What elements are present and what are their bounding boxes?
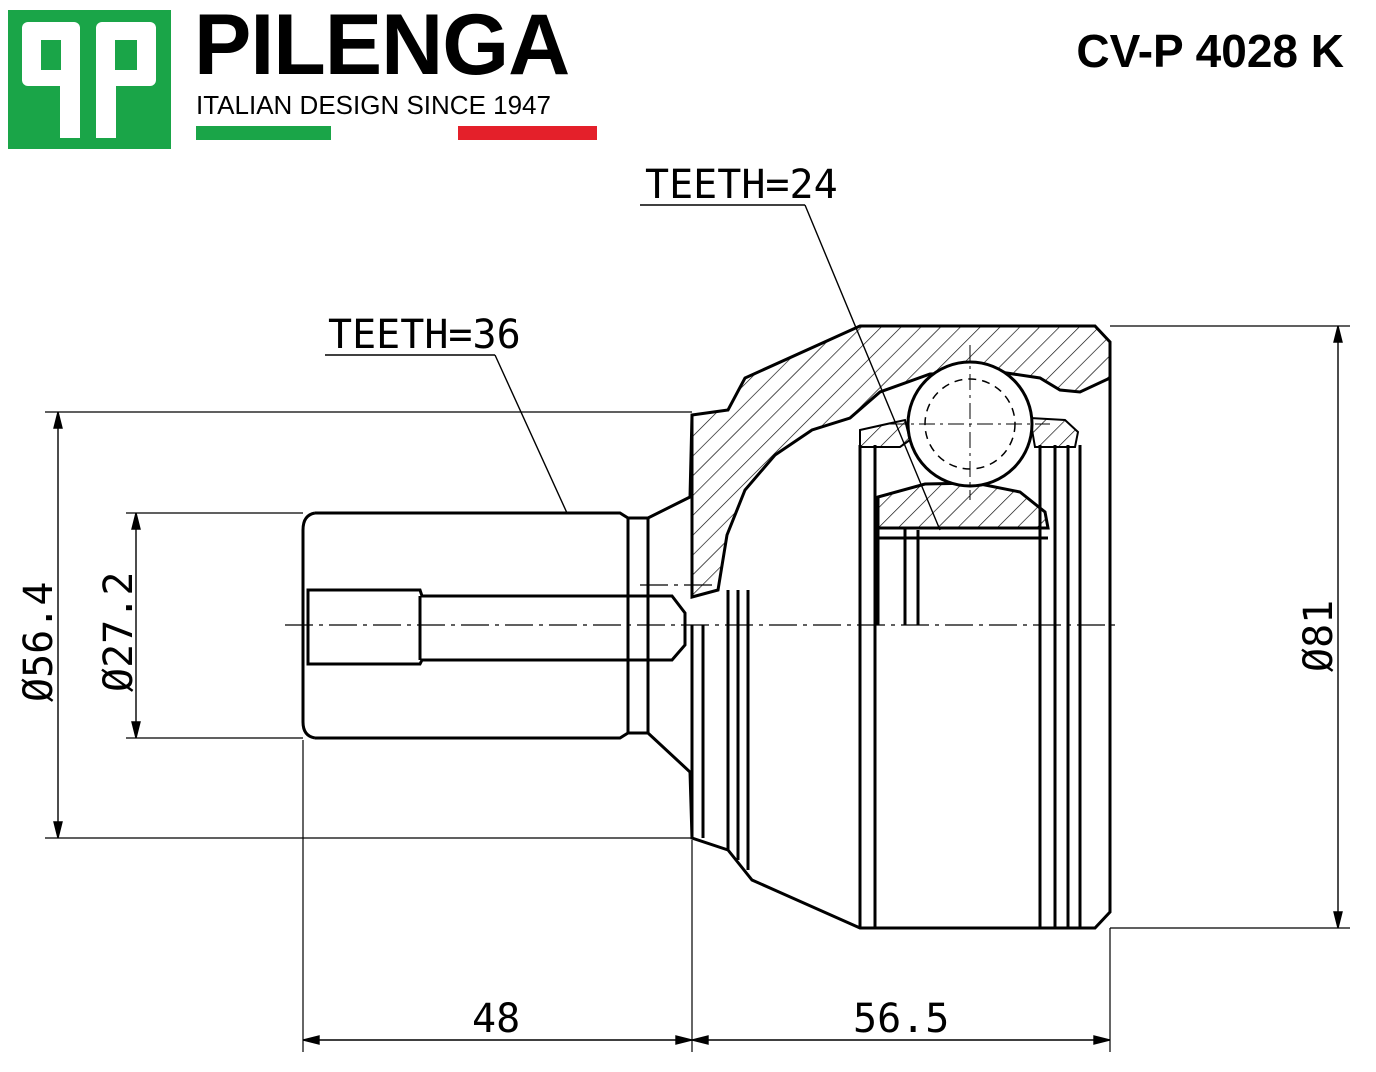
- part-number: CV-P 4028 K: [1076, 25, 1344, 77]
- dimension-lines: [53, 325, 1343, 1045]
- shaft-diameter-label: Ø56.4: [16, 582, 62, 702]
- teeth-36-label: TEETH=36: [328, 312, 521, 358]
- bell-housing-outline: [690, 342, 1112, 930]
- bell-length-label: 56.5: [853, 996, 949, 1042]
- qp-logo-icon: [22, 22, 156, 138]
- italy-stripe-red: [458, 126, 597, 140]
- leader-lines: [325, 204, 941, 531]
- splined-stem: [301, 414, 694, 839]
- brand-name: PILENGA: [194, 0, 570, 93]
- teeth-24-label: TEETH=24: [645, 162, 838, 208]
- hatched-section: [690, 324, 1112, 599]
- brand-tagline: ITALIAN DESIGN SINCE 1947: [196, 90, 551, 120]
- bell-diameter-label: Ø81: [1296, 600, 1342, 672]
- pilenga-logo-mark: [8, 10, 171, 149]
- stem-length-label: 48: [472, 996, 520, 1042]
- center-axis: [285, 584, 1120, 626]
- ball-element: [890, 345, 1050, 500]
- extension-lines: [45, 325, 1350, 1052]
- italy-stripe-green: [196, 126, 331, 140]
- spline-diameter-label: Ø27.2: [96, 572, 142, 692]
